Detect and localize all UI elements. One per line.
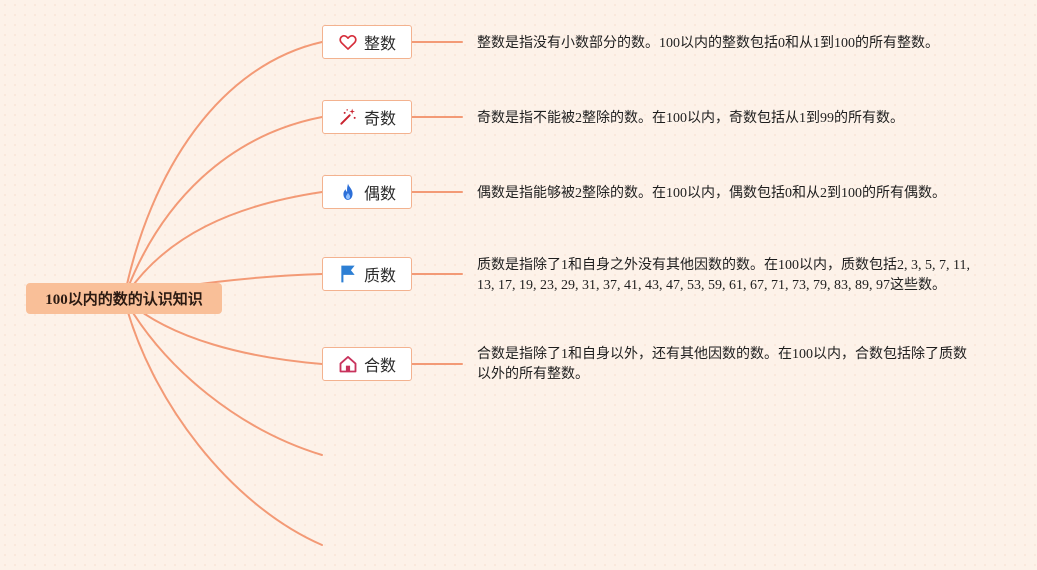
flame-icon — [338, 182, 358, 202]
heart-outline-icon — [338, 32, 358, 52]
topic-label: 奇数 — [363, 109, 396, 128]
topic-label: 质数 — [363, 266, 396, 285]
topic-odd[interactable]: 奇数 — [322, 100, 412, 134]
topic-odd-description: 奇数是指不能被2整除的数。在100以内，奇数包括从1到99的所有数。 — [477, 111, 904, 126]
topic-prime[interactable]: 质数 — [322, 257, 412, 291]
topic-composite-description: 合数是指除了1和自身以外，还有其他因数的数。在100以内，合数包括除了质数以外的… — [477, 347, 967, 382]
branch-even — [123, 191, 323, 299]
flag-icon — [338, 264, 358, 284]
topic-integer-description: 整数是指没有小数部分的数。100以内的整数包括0和从1到100的所有整数。 — [477, 36, 939, 51]
topic-even-description: 偶数是指能够被2整除的数。在100以内，偶数包括0和从2到100的所有偶数。 — [477, 186, 946, 201]
branch-empty-2 — [123, 297, 323, 546]
topic-label: 偶数 — [363, 184, 396, 203]
topic-even[interactable]: 偶数 — [322, 175, 412, 209]
topic-label: 整数 — [363, 34, 396, 53]
branch-integer — [123, 41, 323, 299]
home-icon — [338, 354, 358, 374]
magic-wand-icon — [338, 107, 358, 127]
topic-prime-description: 质数是指除了1和自身之外没有其他因数的数。在100以内，质数包括2, 3, 5,… — [477, 258, 970, 293]
branch-empty-1 — [123, 297, 323, 456]
root-topic[interactable]: 100以内的数的认识知识 — [26, 283, 222, 314]
branch-odd — [123, 116, 323, 299]
topic-integer[interactable]: 整数 — [322, 25, 412, 59]
topic-composite[interactable]: 合数 — [322, 347, 412, 381]
root-topic-label: 100以内的数的认识知识 — [45, 292, 203, 308]
topic-label: 合数 — [363, 356, 396, 375]
